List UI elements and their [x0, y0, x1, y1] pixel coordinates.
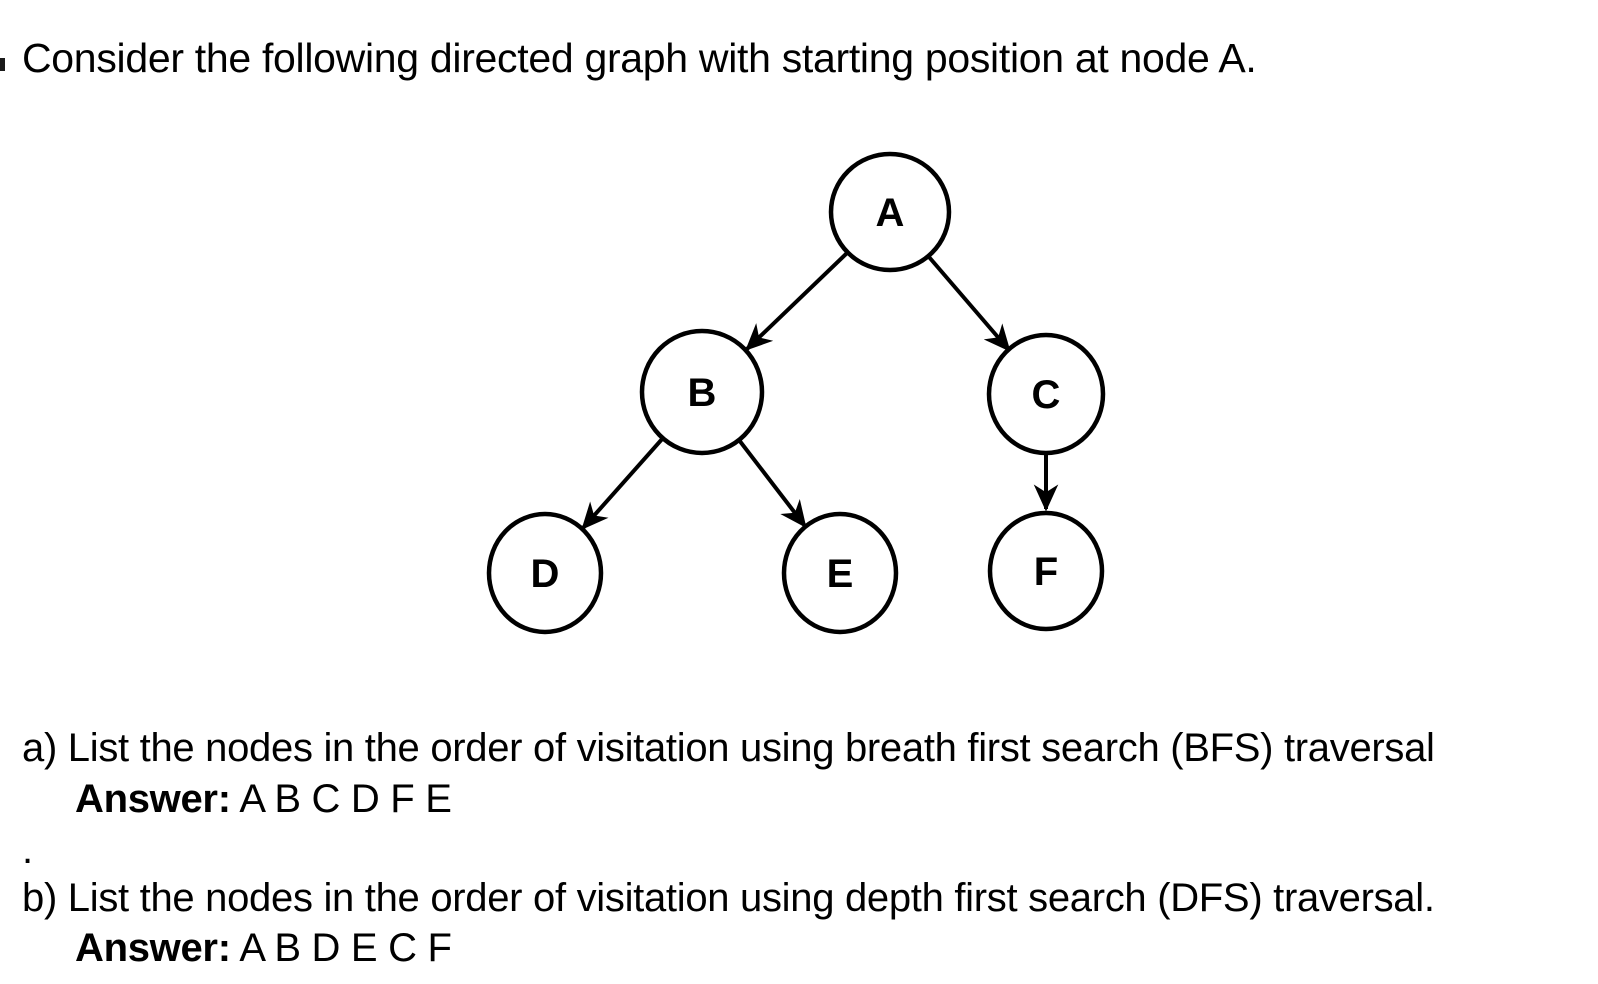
node-c-label: C: [1032, 373, 1061, 417]
node-f-circle: [987, 510, 1105, 632]
stray-period: .: [22, 828, 33, 872]
answer-b-value: A B D E C F: [239, 926, 452, 970]
graph-node-f: F: [987, 510, 1105, 632]
edge-b-e: [737, 438, 807, 528]
node-d-circle: [486, 511, 604, 635]
directed-graph: A B C D E F: [486, 151, 1106, 635]
node-b-circle: [639, 328, 765, 456]
question-b-answer: Answer: A B D E C F: [75, 926, 452, 971]
answer-b-label: Answer:: [75, 926, 231, 970]
node-a-circle: [828, 151, 952, 273]
graph-node-d: D: [486, 511, 604, 635]
edge-b-d: [581, 436, 665, 530]
node-c-circle: [986, 332, 1106, 456]
node-e-label: E: [827, 552, 854, 596]
node-f-label: F: [1034, 550, 1058, 594]
graph-node-c: C: [986, 332, 1106, 456]
answer-a-label: Answer:: [75, 777, 231, 821]
graph-node-b: B: [639, 328, 765, 456]
node-b-label: B: [688, 371, 717, 415]
question-intro: Consider the following directed graph wi…: [22, 35, 1257, 81]
cropped-character-fragment: [0, 58, 5, 71]
graph-node-e: E: [781, 511, 899, 635]
question-b-prompt: b) List the nodes in the order of visita…: [22, 876, 1435, 920]
question-a-answer: Answer: A B C D F E: [75, 777, 452, 822]
answer-a-value: A B C D F E: [239, 777, 452, 821]
graph-node-a: A: [828, 151, 952, 273]
edge-a-c: [927, 255, 1011, 352]
edge-a-b: [745, 251, 849, 351]
node-d-label: D: [531, 552, 560, 596]
node-a-label: A: [876, 191, 905, 235]
question-a-prompt: a) List the nodes in the order of visita…: [22, 726, 1435, 770]
node-e-circle: [781, 511, 899, 635]
